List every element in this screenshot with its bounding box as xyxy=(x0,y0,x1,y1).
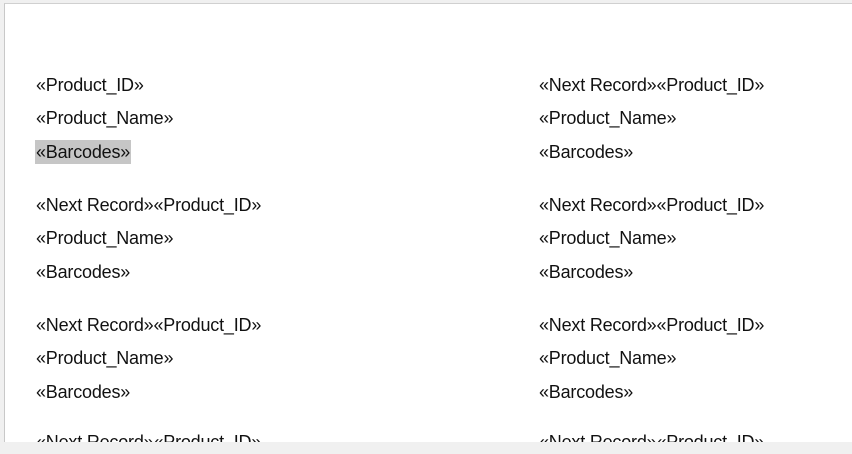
merge-field-product-name[interactable]: «Product_Name» xyxy=(539,228,677,248)
label-cell: «Next Record»«Product_ID» «Product_Name»… xyxy=(36,193,456,293)
merge-field-next-record-product-id[interactable]: «Next Record»«Product_ID» xyxy=(539,75,765,95)
merge-field-barcodes[interactable]: «Barcodes» xyxy=(539,262,634,282)
merge-field-barcodes[interactable]: «Barcodes» xyxy=(539,142,634,162)
merge-field-barcodes[interactable]: «Barcodes» xyxy=(539,382,634,402)
label-cell-partial: «Next Record»«Product_ID» xyxy=(36,430,456,442)
merge-field-next-record-product-id[interactable]: «Next Record»«Product_ID» xyxy=(539,432,765,442)
label-cell: «Next Record»«Product_ID» «Product_Name»… xyxy=(36,313,456,413)
merge-field-product-name[interactable]: «Product_Name» xyxy=(36,108,174,128)
merge-field-product-name[interactable]: «Product_Name» xyxy=(36,348,174,368)
merge-field-barcodes-selected[interactable]: «Barcodes» xyxy=(35,140,132,164)
merge-field-next-record-product-id[interactable]: «Next Record»«Product_ID» xyxy=(539,195,765,215)
merge-field-next-record-product-id[interactable]: «Next Record»«Product_ID» xyxy=(36,315,262,335)
document-canvas: «Product_ID» «Product_Name» «Barcodes» «… xyxy=(4,3,852,442)
bottom-gray-band xyxy=(0,442,852,454)
merge-field-next-record-product-id[interactable]: «Next Record»«Product_ID» xyxy=(36,195,262,215)
merge-field-product-name[interactable]: «Product_Name» xyxy=(539,348,677,368)
label-cell: «Next Record»«Product_ID» «Product_Name»… xyxy=(539,313,852,413)
merge-field-next-record-product-id[interactable]: «Next Record»«Product_ID» xyxy=(539,315,765,335)
merge-field-product-id[interactable]: «Product_ID» xyxy=(36,75,144,95)
label-cell: «Product_ID» «Product_Name» «Barcodes» xyxy=(35,73,456,173)
merge-field-barcodes[interactable]: «Barcodes» xyxy=(36,262,131,282)
merge-field-product-name[interactable]: «Product_Name» xyxy=(36,228,174,248)
merge-field-next-record-product-id[interactable]: «Next Record»«Product_ID» xyxy=(36,432,262,442)
merge-field-product-name[interactable]: «Product_Name» xyxy=(539,108,677,128)
label-cell-partial: «Next Record»«Product_ID» xyxy=(539,430,852,442)
document-page[interactable]: «Product_ID» «Product_Name» «Barcodes» «… xyxy=(4,3,852,442)
label-cell: «Next Record»«Product_ID» «Product_Name»… xyxy=(539,193,852,293)
merge-field-barcodes[interactable]: «Barcodes» xyxy=(36,382,131,402)
label-cell: «Next Record»«Product_ID» «Product_Name»… xyxy=(539,73,852,173)
